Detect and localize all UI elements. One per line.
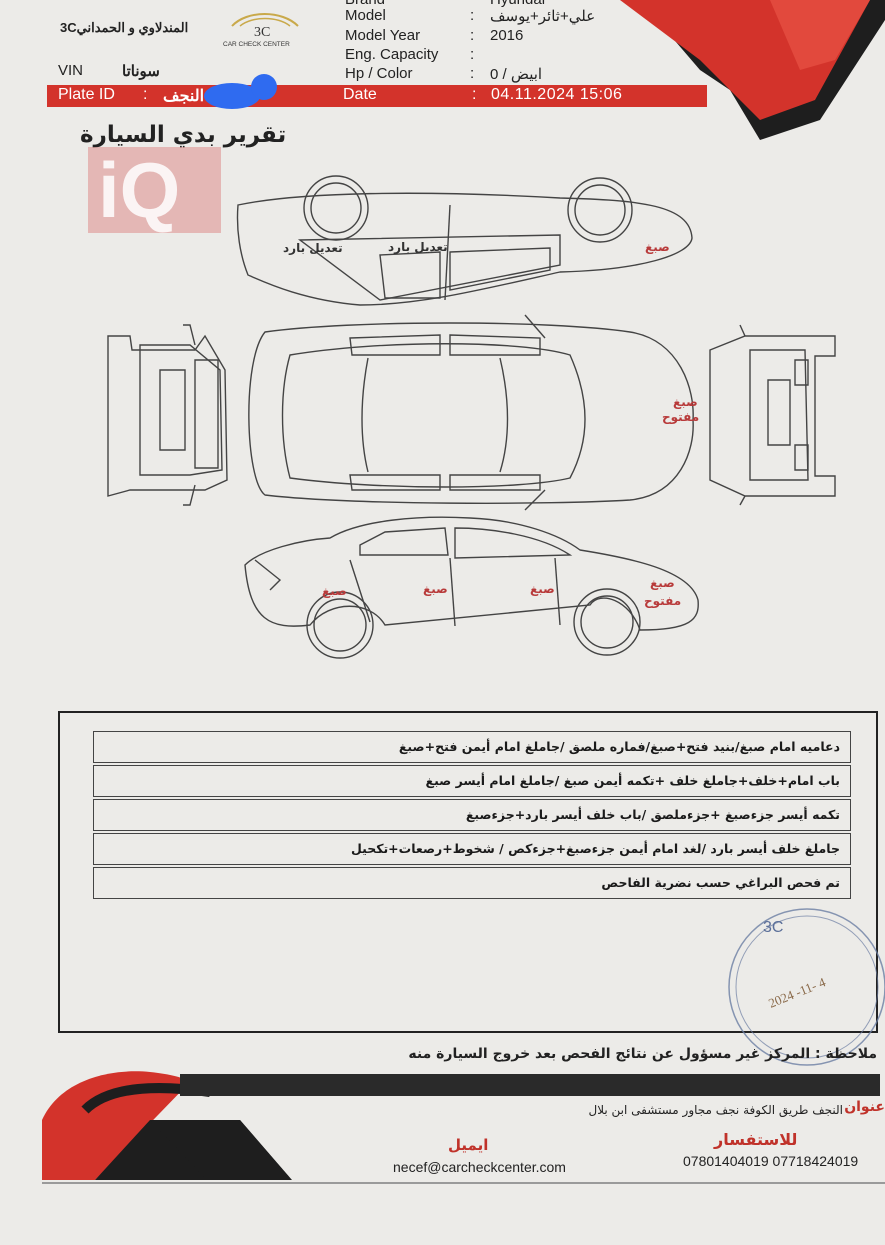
date-value: 04.11.2024 15:06 [491,86,623,103]
address-text: النجف طريق الكوفة نجف مجاور مستشفى ابن ب… [588,1103,843,1117]
model-label: Model [345,7,386,24]
company-name: المندلاوي و الحمداني3C [60,20,189,35]
email-label: ايميل [448,1136,489,1154]
phone-numbers[interactable]: 07801404019 07718424019 [683,1153,859,1169]
notes-row-1: دعاميه امام صبغ/بنيد فتح+صبغ/فماره ملصق … [93,731,851,763]
stamp-logo: 3C [763,919,784,936]
model-year-value: 2016 [490,27,524,44]
eng-capacity-sep: : [470,46,475,63]
vin-label: VIN [58,62,84,79]
car-side-view [244,516,699,659]
model-year-sep: : [470,27,475,44]
car-plan-view [248,314,694,511]
date-label: Date [343,86,377,103]
brand-label: Brand [345,0,385,8]
logo-subtitle: CAR CHECK CENTER [223,41,290,48]
report-title: تقرير بدي السيارة [80,122,287,148]
damage-label-side-1: صبغ [322,584,347,598]
email-link[interactable]: necef@carcheckcenter.com [393,1159,566,1175]
damage-label-mid-2: مفتوح [662,410,700,424]
damage-label-side-3: صبغ [530,582,555,596]
footer-decoration [42,1071,885,1184]
car-top-view [236,175,693,306]
hp-color-sep: : [470,65,475,82]
car-front-view [709,324,836,506]
car-rear-view [107,324,228,506]
hp-color-label: Hp / Color [345,65,413,82]
brand-value: Hyundai [490,0,545,8]
notes-row-2: باب امام+خلف+جاملغ خلف +تكمه أيمن صبغ /ج… [93,765,851,797]
watermark-text: iQ [98,146,181,234]
vin-value: سوناتا [122,63,160,80]
inspection-stamp: 3C 2024 -11- 4 [725,905,885,1070]
notes-table: دعاميه امام صبغ/بنيد فتح+صبغ/فماره ملصق … [58,711,878,1033]
logo-text: 3C [254,25,271,40]
logo-emblem-icon [231,13,299,27]
hp-color-value: 0 / ابيض [490,66,543,83]
disclaimer-text: ملاحظة : المركز غير مسؤول عن نتائج الفحص… [408,1046,877,1062]
damage-label-top-2: تعديل بارد [388,240,448,254]
model-sep: : [470,7,475,24]
plate-sep: : [143,86,148,103]
damage-label-side-4: صبغ [650,576,675,590]
damage-label-top-3: صبغ [645,240,670,254]
damage-label-side-5: مفتوح [644,594,682,608]
damage-label-side-2: صبغ [423,582,448,596]
company-logo: 3C CAR CHECK CENTER [222,8,308,50]
notes-row-4: جاملغ خلف أيسر بارد /لغد امام أيمن جزءصب… [93,833,851,865]
stamp-circle-icon [728,908,885,1066]
notes-row-5: تم فحص البراغي حسب نضرية الفاحص [93,867,851,899]
car-diagram [107,175,836,659]
date-sep: : [472,86,477,103]
header-decoration [620,0,885,140]
eng-capacity-label: Eng. Capacity [345,46,439,63]
address-label: عنوان [844,1099,885,1115]
inquiry-label: للاستفسار [714,1130,798,1149]
damage-label-top-1: تعديل بارد [283,241,343,255]
model-year-label: Model Year [345,27,421,44]
model-value: علي+ثائر+يوسف [490,8,596,25]
damage-label-mid-1: صبغ [673,395,698,409]
notes-row-3: تكمه أيسر جزءصبغ +جزءملصق /باب خلف أيسر … [93,799,851,831]
plate-label: Plate ID [58,86,115,103]
redaction-blob [204,74,277,109]
plate-date-bar: Plate ID : النجف Date : 04.11.2024 15:06 [47,85,707,107]
watermark-logo: iQ [88,146,221,234]
plate-value: النجف [163,88,205,105]
